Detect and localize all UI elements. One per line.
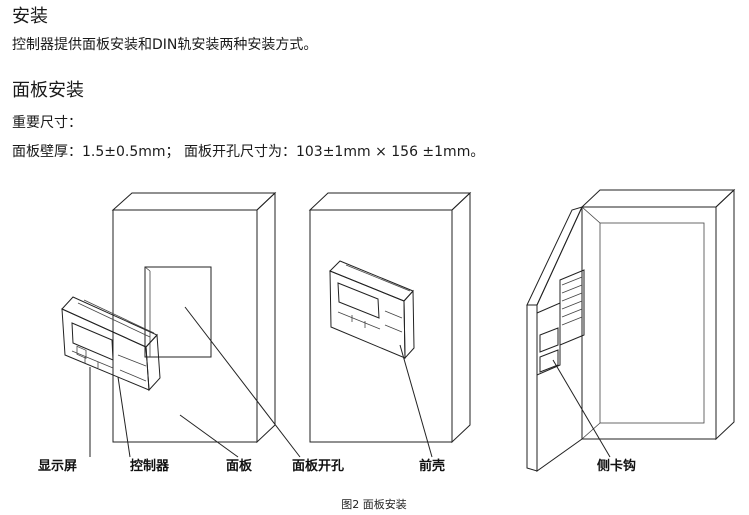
front-shell-shape [329,270,406,359]
callout-panel-cutout: 面板开孔 [292,458,344,474]
controller-3 [536,269,585,376]
key-dims-label: 重要尺寸： [12,115,82,131]
box-3 [526,188,736,472]
section-intro: 控制器提供面板安装和DIN轨安装两种安装方式。 [12,37,318,53]
callout-front-shell: 前壳 [419,458,445,474]
figure-caption: 图2 面板安装 [341,497,407,511]
leader-lines [89,306,611,458]
callout-side-hook: 侧卡钩 [597,458,636,474]
box-1 [111,191,277,444]
section-title: 安装 [12,6,48,27]
box-2 [308,191,472,444]
controller-2 [329,260,415,360]
panel-install-figure: 显示屏 控制器 面板 面板开孔 前壳 侧卡钩 图2 面板安装 [38,188,736,511]
callout-controller: 控制器 [130,458,170,474]
controller-1 [61,296,161,392]
dims-text: 面板壁厚：1.5±0.5mm； 面板开孔尺寸为：103±1mm × 156 ±1… [12,144,485,160]
callouts: 显示屏 控制器 面板 面板开孔 前壳 侧卡钩 [38,458,636,474]
callout-panel: 面板 [226,458,253,474]
panel-section-title: 面板安装 [12,80,84,101]
callout-display: 显示屏 [38,459,77,474]
side-hook-shape [539,327,559,353]
panel-cutout [144,266,212,358]
display-screen [71,322,114,361]
